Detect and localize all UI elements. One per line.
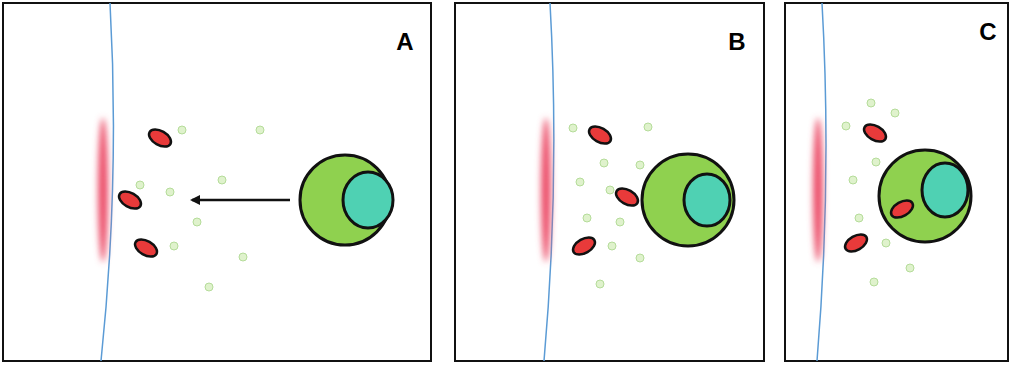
panel-letter: C bbox=[979, 20, 996, 44]
panel-letter: B bbox=[728, 30, 745, 54]
panel-letter: A bbox=[396, 30, 413, 54]
panel-b bbox=[455, 3, 764, 361]
panel-c bbox=[785, 3, 1008, 361]
panel-a bbox=[3, 3, 431, 361]
